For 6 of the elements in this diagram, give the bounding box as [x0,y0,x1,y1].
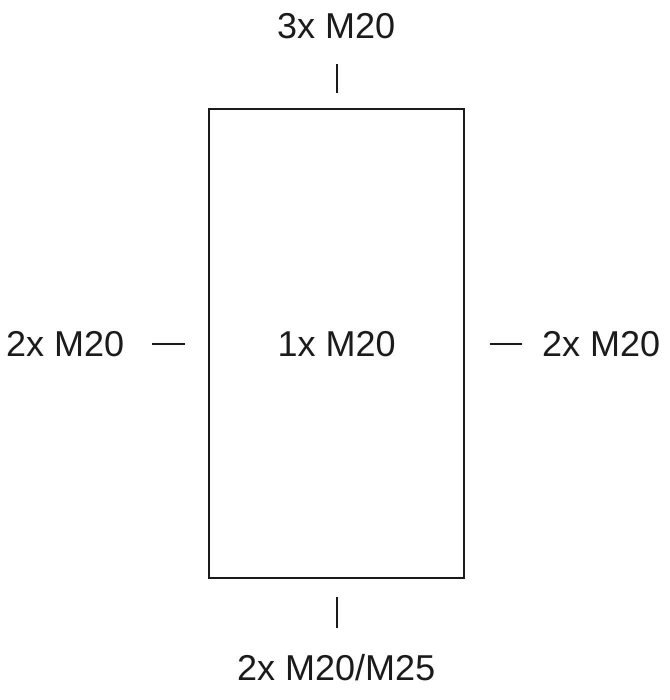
entry-count-label: 3x M20 [277,6,396,46]
entry-count-label: 1x M20 [277,324,396,364]
enclosure-box [208,108,465,579]
entry-count-label: 2x M20/M25 [237,648,436,688]
entry-count-label: 2x M20 [542,324,660,364]
entry-count-label: 2x M20 [6,324,124,364]
